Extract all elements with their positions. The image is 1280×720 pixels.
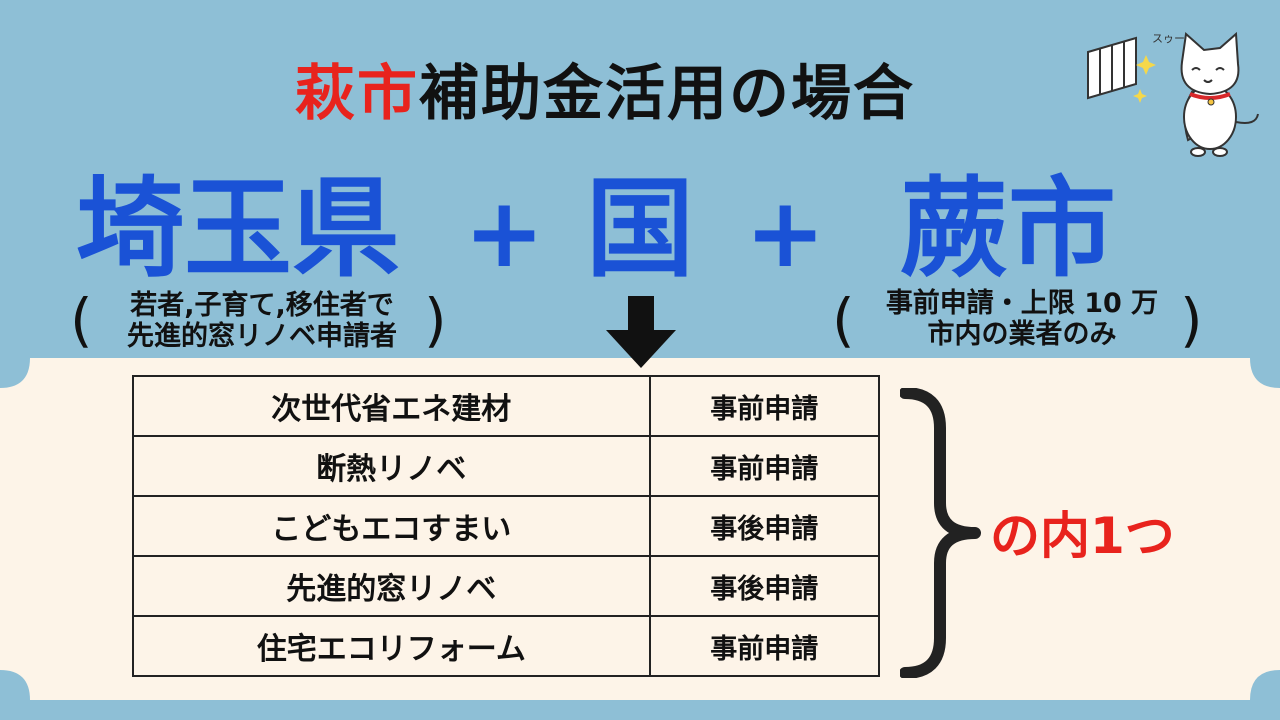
right-note-paren-close: )	[1180, 286, 1203, 354]
program-cell: こどもエコすまい	[132, 495, 651, 557]
sparkle-icon	[1133, 55, 1156, 103]
cat-illustration: スゥー	[1087, 31, 1259, 157]
cat-icon	[1180, 31, 1259, 157]
city-note: 事前申請・上限 10 万 市内の業者のみ	[866, 288, 1178, 350]
city-note-line-1: 事前申請・上限 10 万	[885, 288, 1159, 319]
window-icon	[1087, 36, 1137, 100]
prefecture-note-line-2: 先進的窓リノベ申請者	[127, 321, 397, 352]
source-prefecture: 埼玉県	[76, 167, 401, 292]
right-note-paren-open: (	[832, 286, 855, 354]
plus-sign-1: +	[464, 177, 545, 289]
prefecture-note-line-1: 若者,子育て,移住者で	[130, 290, 394, 321]
program-cell: 断熱リノベ	[132, 435, 651, 497]
sound-text: スゥー	[1152, 32, 1185, 45]
city-note-line-2: 市内の業者のみ	[927, 319, 1117, 350]
timing-cell: 事後申請	[648, 495, 881, 557]
choose-one-label: の内1つ	[990, 507, 1175, 565]
table-row: 断熱リノベ 事前申請	[132, 435, 881, 497]
source-country: 国	[586, 167, 695, 292]
timing-cell: 事前申請	[648, 375, 881, 437]
title-rest: 補助金活用の場合	[419, 59, 915, 129]
prefecture-note: 若者,子育て,移住者で 先進的窓リノベ申請者	[104, 290, 420, 352]
left-note-paren-open: (	[70, 286, 93, 354]
program-cell: 次世代省エネ建材	[132, 375, 651, 437]
page-title: 萩市補助金活用の場合	[0, 58, 1210, 130]
title-city: 萩市	[295, 59, 419, 129]
right-brace-icon	[900, 388, 981, 678]
source-city: 蕨市	[900, 167, 1117, 292]
table-row: 住宅エコリフォーム 事前申請	[132, 615, 881, 677]
down-arrow-icon	[606, 296, 676, 368]
plus-sign-2: +	[745, 177, 826, 289]
program-cell: 住宅エコリフォーム	[132, 615, 651, 677]
timing-cell: 事後申請	[648, 555, 881, 617]
table-row: 先進的窓リノベ 事後申請	[132, 555, 881, 617]
program-cell: 先進的窓リノベ	[132, 555, 651, 617]
table-row: 次世代省エネ建材 事前申請	[132, 375, 881, 437]
left-note-paren-close: )	[424, 286, 447, 354]
table-row: こどもエコすまい 事後申請	[132, 495, 881, 557]
timing-cell: 事前申請	[648, 615, 881, 677]
subsidy-table: 次世代省エネ建材 事前申請 断熱リノベ 事前申請 こどもエコすまい 事後申請 先…	[132, 375, 881, 677]
timing-cell: 事前申請	[648, 435, 881, 497]
